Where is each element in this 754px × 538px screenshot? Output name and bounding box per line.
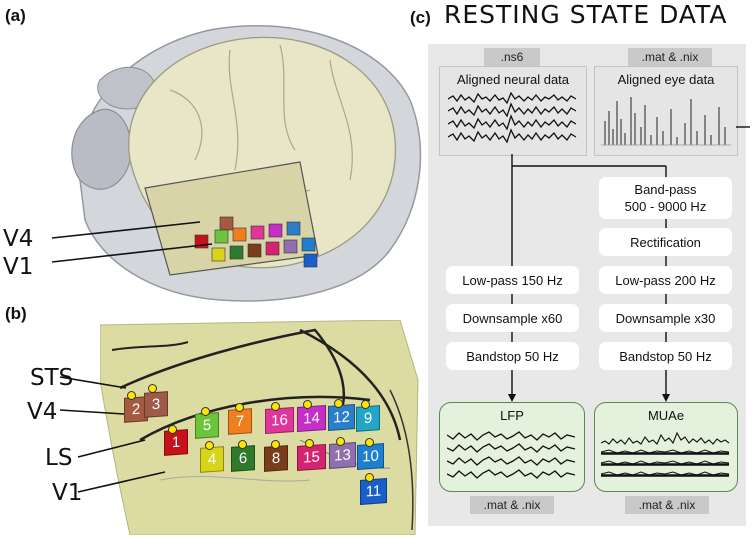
electrode-pin [235,403,244,412]
panel-a-label: (a) [5,6,26,25]
mua-step-bandpass: Band-pass 500 - 9000 Hz [599,177,732,219]
electrode-9: 9 [356,405,380,432]
mua-step-lowpass: Low-pass 200 Hz [599,266,732,294]
lfp-step-downsample: Downsample x60 [446,304,579,332]
mua-output-tag: .mat & .nix [625,496,709,514]
cortex-photo [100,320,419,535]
electrode-1: 1 [164,429,188,456]
electrode-5: 5 [195,412,219,439]
panel-b-sts-label: STS [30,365,74,391]
neural-trace-icon [448,91,577,144]
mua-step-bandstop: Bandstop 50 Hz [599,342,732,370]
electrode-pin [365,438,374,447]
panel-c-title: RESTING STATE DATA [444,0,728,29]
panel-b-ls-label: LS [45,445,73,471]
eye-input-tag: .mat & .nix [628,48,712,66]
electrode-12: 12 [328,404,355,431]
eye-data-title: Aligned eye data [617,72,715,87]
panel-b-label: (b) [5,304,27,323]
electrode-pin [127,391,136,400]
electrode-pin [334,399,343,408]
eye-data-card: Aligned eye data [594,66,738,156]
electrode-pin [305,439,314,448]
panel-b-pointer-lines [59,376,166,493]
lfp-trace-icon [447,431,576,479]
mua-trace-icon [601,431,730,477]
electrode-pin [205,441,214,450]
electrode-13: 13 [329,442,356,469]
neural-input-tag: .ns6 [484,48,540,66]
lfp-step-lowpass: Low-pass 150 Hz [446,266,579,294]
panel-c-label: (c) [410,8,431,27]
panel-a-pointer-lines [51,221,213,263]
brain-3d-rendering [71,24,422,302]
mua-output-title: MUAe [647,408,685,423]
lfp-output-card: LFP [439,402,585,492]
electrode-4: 4 [200,446,224,473]
mua-step-rectification: Rectification [599,228,732,256]
electrode-pin [168,425,177,434]
neural-data-card: Aligned neural data [439,66,587,156]
eye-trace-icon [601,97,731,146]
panel-a-v4-label: V4 [3,226,34,252]
electrode-3: 3 [144,391,168,418]
lfp-output-title: LFP [500,408,524,423]
electrode-7: 7 [228,408,252,435]
lfp-step-bandstop: Bandstop 50 Hz [446,342,579,370]
electrode-11: 11 [360,478,387,505]
electrode-pin [271,402,280,411]
electrode-pin [361,400,370,409]
panel-b-v4-label: V4 [27,399,58,425]
electrode-pin [271,440,280,449]
electrode-pin [201,407,210,416]
mua-step-downsample: Downsample x30 [599,304,732,332]
eye-connector-line [736,126,750,128]
electrode-pin [238,440,247,449]
panel-b-v1-label: V1 [52,480,83,506]
mua-output-card: MUAe [594,402,738,492]
electrode-14: 14 [297,404,326,433]
electrode-pin [365,473,374,482]
neural-data-title: Aligned neural data [456,72,570,87]
electrode-6: 6 [231,445,255,472]
electrode-16: 16 [265,406,294,435]
lfp-output-tag: .mat & .nix [470,496,554,514]
electrode-8: 8 [264,445,288,472]
electrode-pin [336,437,345,446]
panel-a-v1-label: V1 [3,254,34,280]
electrode-pin [148,384,157,393]
electrode-10: 10 [357,443,384,470]
electrode-15: 15 [297,443,326,472]
electrode-pin [303,400,312,409]
